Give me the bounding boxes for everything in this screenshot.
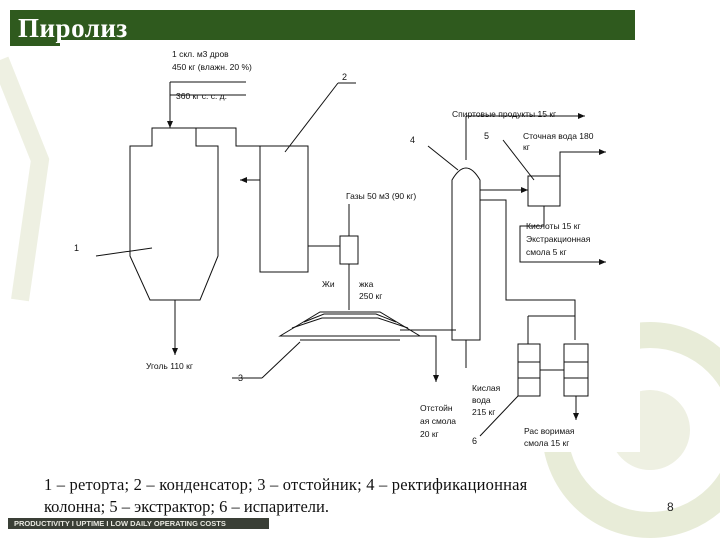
evaporator-b <box>563 343 589 397</box>
arm-decoration <box>0 56 50 302</box>
component-number-5: 5 <box>484 131 489 141</box>
label-wastewater-2: кг <box>523 142 530 152</box>
label-liquid-1b: жка <box>359 279 374 289</box>
label-alcohol: Спиртовые продукты 15 кг <box>452 109 556 119</box>
label-input-1: 1 скл. м3 дров <box>172 49 229 59</box>
label-liquid-1: Жи <box>322 279 335 289</box>
extractor <box>527 175 561 207</box>
label-settled-tar-1: Отстойн <box>420 403 453 413</box>
acids-arrow <box>519 206 606 265</box>
label-sour-water-1: Кислая <box>472 383 501 393</box>
label-acids-3: смола 5 кг <box>526 247 567 257</box>
caption-line-2: колонна; 5 – экстрактор; 6 – испарители. <box>44 497 329 516</box>
label-soluble-tar-2: смола 15 кг <box>524 438 569 448</box>
evaporator-a <box>517 343 541 397</box>
leader-6 <box>479 395 519 437</box>
label-input-2: 450 кг (влажн. 20 %) <box>172 62 252 72</box>
label-acids-1: Кислоты 15 кг <box>526 221 581 231</box>
label-gases: Газы 50 м3 (90 кг) <box>346 191 416 201</box>
leader-2 <box>284 82 339 153</box>
settler <box>278 311 422 337</box>
leader-1 <box>95 247 153 257</box>
label-settled-tar-3: 20 кг <box>420 429 439 439</box>
condenser <box>259 145 309 273</box>
page-number: 8 <box>667 500 674 514</box>
label-sour-water-3: 215 кг <box>472 407 495 417</box>
caption-line-1: 1 – реторта; 2 – конденсатор; 3 – отстой… <box>44 475 528 494</box>
figure-caption: 1 – реторта; 2 – конденсатор; 3 – отстой… <box>44 474 684 518</box>
component-number-6: 6 <box>472 436 477 446</box>
label-acids-2: Экстракционная <box>526 234 591 244</box>
label-input-dry: 360 кг с. с. д. <box>176 91 227 101</box>
label-wastewater-1: Сточная вода 180 <box>523 131 594 141</box>
settled-tar-arrow <box>420 335 439 382</box>
component-number-2: 2 <box>342 72 347 82</box>
diagram-canvas <box>60 40 640 452</box>
label-liquid-2: 250 кг <box>359 291 382 301</box>
component-number-1: 1 <box>74 243 79 253</box>
label-sour-water-2: вода <box>472 395 491 405</box>
page-title: Пиролиз <box>18 13 128 43</box>
retort-pipe <box>196 127 260 147</box>
component-number-4: 4 <box>410 135 415 145</box>
leader-5 <box>502 139 535 181</box>
leader-4 <box>427 145 459 171</box>
bottom-pipe <box>480 199 576 340</box>
rectification-column <box>451 167 481 341</box>
component-number-3: 3 <box>238 373 243 383</box>
label-charcoal: Уголь 110 кг <box>146 361 193 371</box>
footer-banner: PRODUCTIVITY I UPTIME I LOW DAILY OPERAT… <box>8 518 269 529</box>
wastewater-arrow <box>559 149 606 190</box>
label-settled-tar-2: ая смола <box>420 416 456 426</box>
retort <box>129 127 219 301</box>
gas-separator <box>339 235 359 265</box>
label-soluble-tar-1: Рас воримая <box>524 426 575 436</box>
